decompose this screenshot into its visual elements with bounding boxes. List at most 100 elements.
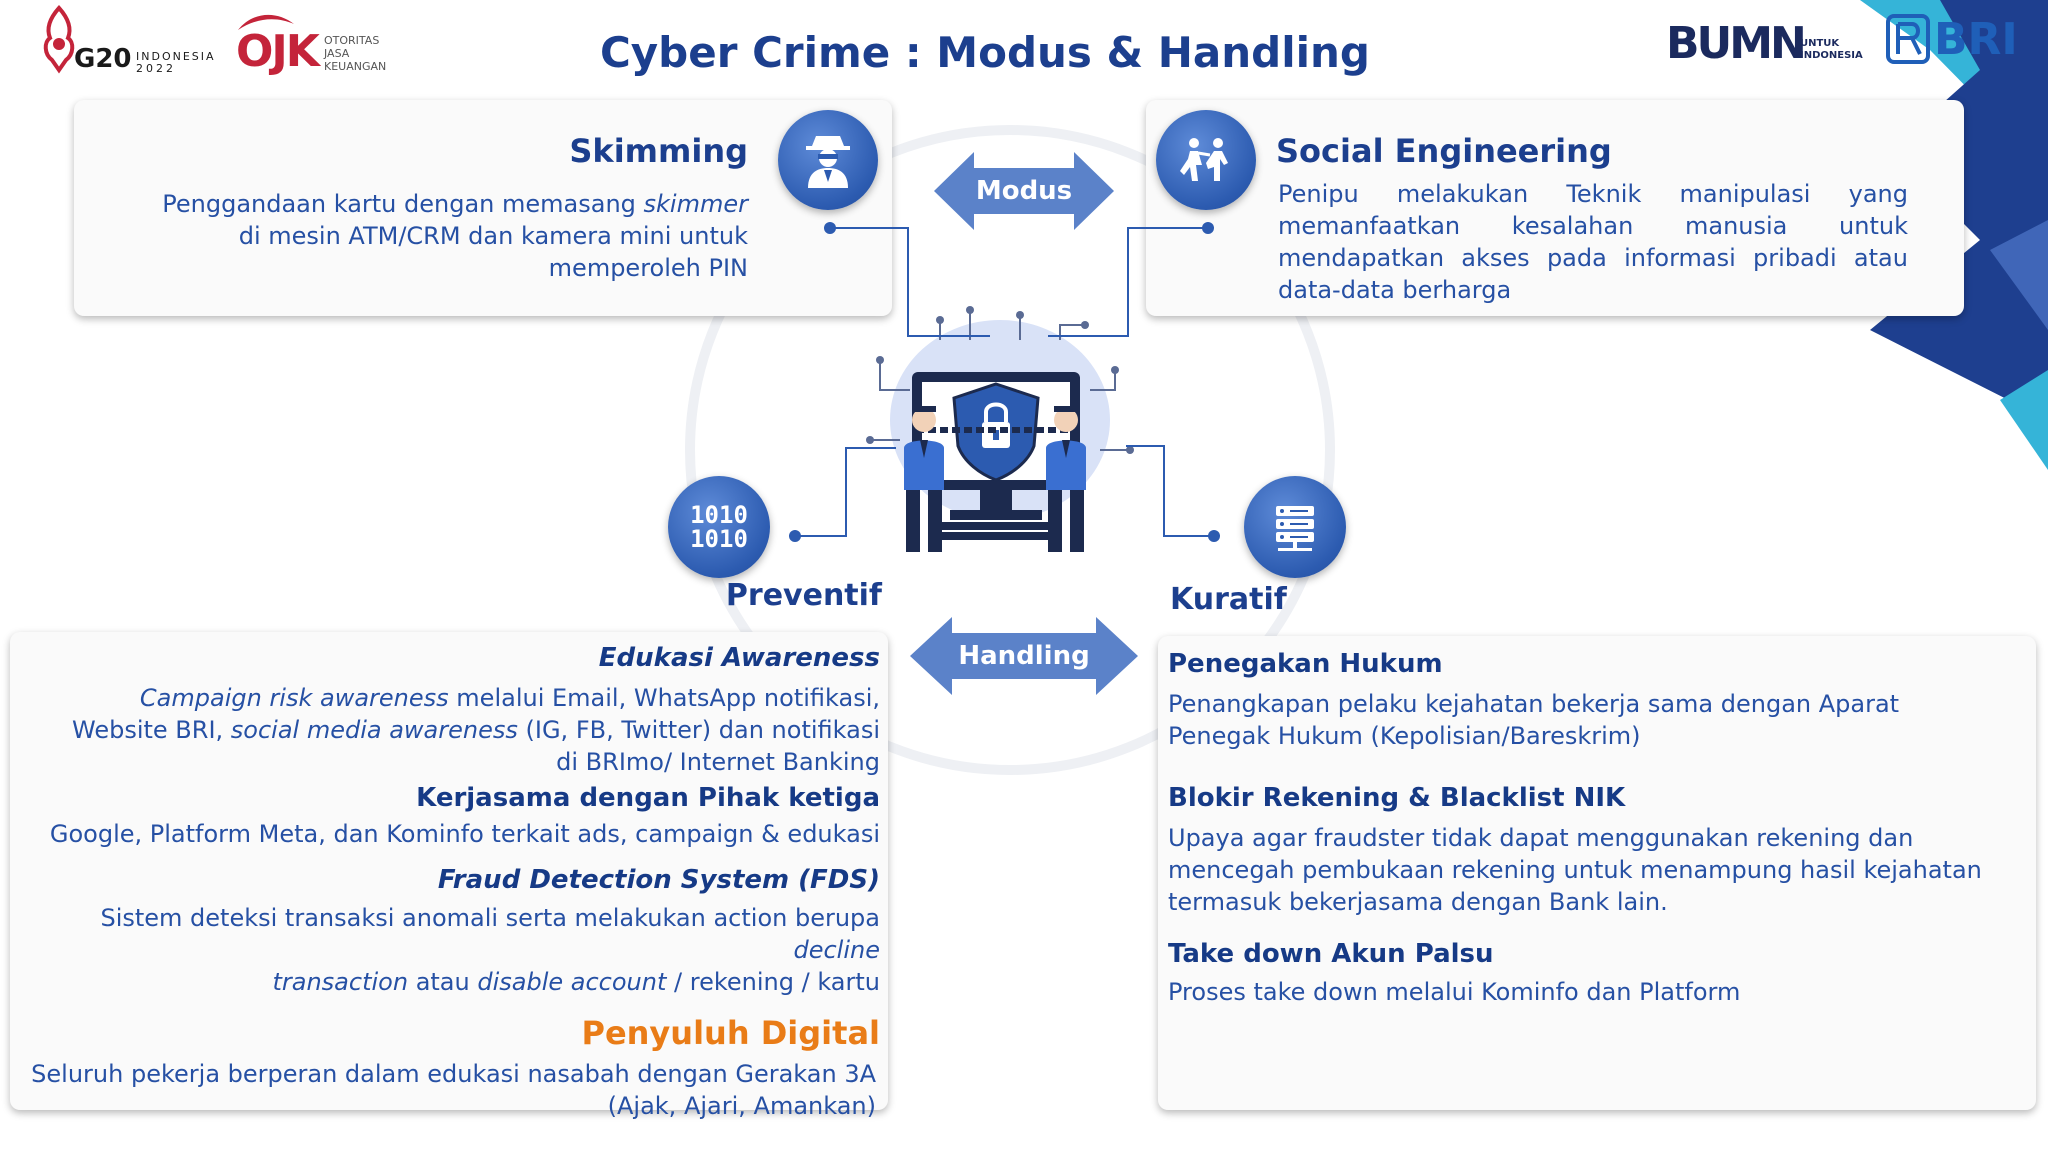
kuratif-label: Kuratif	[1170, 582, 1287, 617]
ojk-text: OJK	[236, 26, 320, 77]
penyuluh-line2: (Ajak, Ajari, Amankan)	[607, 1092, 876, 1120]
kuratif-content: Penegakan Hukum Penangkapan pelaku kejah…	[1168, 642, 2028, 1008]
ojk-sub1: OTORITAS	[324, 34, 380, 47]
fds-line2-d: / rekening / kartu	[666, 968, 880, 996]
social-engineering-icon-circle	[1156, 110, 1256, 210]
people-fighting-icon	[1180, 138, 1228, 181]
social-line3: mendapatkan akses pada informasi pribadi atau	[1278, 242, 1908, 274]
blokir-line3: termasuk bekerjasama dengan Bank lain.	[1168, 888, 1668, 916]
social-word: Teknik	[1566, 180, 1642, 208]
edukasi-line2: Website BRI, social media awareness (IG,…	[20, 714, 880, 746]
social-word: pribadi	[1753, 244, 1837, 272]
ojk-sub2: JASA	[324, 47, 350, 60]
social-word: manipulasi	[1679, 180, 1811, 208]
edukasi-text: Campaign risk awareness melalui Email, W…	[20, 682, 880, 778]
penegakan-title: Penegakan Hukum	[1168, 649, 1443, 679]
ojk-logo: OJK OTORITAS JASA KEUANGAN	[236, 10, 396, 77]
page-title: Cyber Crime : Modus & Handling	[599, 28, 1370, 77]
binary-icon-line1: 1010	[690, 501, 748, 529]
social-engineering-description: Penipu melakukan Teknik manipulasi yang mema…	[1278, 178, 1908, 306]
preventif-content: Edukasi Awareness Campaign risk awarenes…	[20, 638, 880, 1122]
penyuluh-line1: Seluruh pekerja berperan dalam edukasi n…	[31, 1060, 876, 1088]
social-word: atau	[1853, 244, 1908, 272]
social-engineering-title: Social Engineering	[1276, 132, 1612, 170]
bumn-sub1: UNTUK	[1800, 38, 1840, 49]
fds-line2-italic-a: transaction	[272, 968, 409, 996]
fds-line2-b: atau	[408, 968, 478, 996]
bumn-logo: BUMN UNTUK INDONESIA	[1666, 18, 1866, 69]
bri-text: BRI	[1934, 14, 2018, 65]
blokir-text: Upaya agar fraudster tidak dapat menggun…	[1168, 822, 2028, 918]
penyuluh-text: Seluruh pekerja berperan dalam edukasi n…	[20, 1058, 880, 1122]
double-arrow-icon	[934, 152, 1114, 230]
kerjasama-text: Google, Platform Meta, dan Kominfo terka…	[49, 820, 880, 848]
social-word: manusia	[1684, 212, 1788, 240]
fds-line2: transaction atau disable account / reken…	[20, 966, 880, 998]
fds-line1: Sistem deteksi transaksi anomali serta m…	[20, 902, 880, 966]
bri-emblem-icon	[1886, 14, 1930, 64]
social-word: yang	[1848, 180, 1908, 208]
g20-sub1: INDONESIA	[136, 50, 216, 63]
edukasi-line1-rest: melalui Email, WhatsApp notifikasi,	[448, 684, 880, 712]
skimming-description: Penggandaan kartu dengan memasang skimme…	[108, 188, 748, 284]
skimming-card: Skimming Penggandaan kartu dengan memasa…	[74, 100, 892, 316]
fds-title: Fraud Detection System (FDS)	[20, 860, 880, 900]
kuratif-card: Penegakan Hukum Penangkapan pelaku kejah…	[1158, 636, 2036, 1110]
bumn-text: BUMN	[1666, 18, 1807, 69]
kuratif-icon-circle	[1244, 476, 1346, 578]
bumn-sub2: INDONESIA	[1800, 50, 1863, 61]
penegakan-line1: Penangkapan pelaku kejahatan bekerja sam…	[1168, 690, 1900, 718]
g20-emblem-icon	[43, 5, 75, 74]
social-line4: data-data berharga	[1278, 276, 1512, 304]
handling-label: Handling	[958, 641, 1090, 671]
social-word: Penipu	[1278, 180, 1359, 208]
skimming-line1-italic: skimmer	[643, 190, 748, 218]
edukasi-line2-c: (IG, FB, Twitter) dan notifikasi	[517, 716, 880, 744]
takedown-title: Take down Akun Palsu	[1168, 939, 1494, 969]
social-word: pada	[1546, 244, 1607, 272]
fds-text: Sistem deteksi transaksi anomali serta m…	[20, 902, 880, 998]
handling-arrow: Handling	[910, 617, 1138, 695]
social-word: melakukan	[1396, 180, 1529, 208]
fds-title-text: Fraud Detection System (FDS)	[437, 865, 880, 895]
blokir-line2: mencegah pembukaan rekening untuk menamp…	[1168, 856, 1982, 884]
edukasi-title: Edukasi Awareness	[20, 638, 880, 678]
social-word: kesalahan	[1511, 212, 1634, 240]
penegakan-line2: Penegak Hukum (Kepolisian/Bareskrim)	[1168, 722, 1641, 750]
social-word: informasi	[1624, 244, 1736, 272]
social-line1: Penipu melakukan Teknik manipulasi yang	[1278, 178, 1908, 210]
binary-icon-line2: 1010	[690, 525, 748, 553]
g20-sub2: 2022	[136, 62, 176, 75]
g20-logo: G20 INDONESIA 2022	[38, 4, 218, 75]
social-engineering-card: Social Engineering Penipu melakukan Teknik…	[1146, 100, 1964, 316]
ojk-swoosh-icon	[238, 14, 294, 30]
edukasi-line1: Campaign risk awareness melalui Email, W…	[20, 682, 880, 714]
fds-line1-a: Sistem deteksi transaksi anomali serta m…	[100, 904, 880, 932]
penyuluh-title: Penyuluh Digital	[581, 1014, 880, 1052]
ojk-sub3: KEUANGAN	[324, 60, 387, 73]
edukasi-line2-italic: social media awareness	[230, 716, 518, 744]
preventif-card: Edukasi Awareness Campaign risk awarenes…	[10, 632, 888, 1120]
edukasi-line2-a: Website BRI,	[72, 716, 231, 744]
skimming-line3: memperoleh PIN	[548, 254, 748, 282]
skimming-title: Skimming	[569, 132, 748, 170]
social-word: akses	[1461, 244, 1530, 272]
blokir-line1: Upaya agar fraudster tidak dapat menggun…	[1168, 824, 1914, 852]
kerjasama-title: Kerjasama dengan Pihak ketiga	[416, 783, 880, 813]
preventif-label: Preventif	[725, 578, 882, 613]
modus-arrow: Modus	[934, 152, 1114, 230]
modus-label: Modus	[975, 176, 1073, 206]
hacker-icon	[806, 136, 850, 188]
social-word: mendapatkan	[1278, 244, 1445, 272]
fds-line2-italic-c: disable account	[477, 968, 667, 996]
cyber-security-illustration	[866, 306, 1134, 552]
blokir-title: Blokir Rekening & Blacklist NIK	[1168, 783, 1626, 813]
g20-text: G20	[74, 44, 132, 74]
bri-logo: BRI	[1886, 12, 2018, 68]
edukasi-line1-italic: Campaign risk awareness	[139, 684, 449, 712]
social-word: memanfaatkan	[1278, 212, 1461, 240]
skimming-icon-circle	[778, 110, 878, 210]
server-icon	[1276, 506, 1314, 551]
background-ring	[685, 125, 1335, 775]
